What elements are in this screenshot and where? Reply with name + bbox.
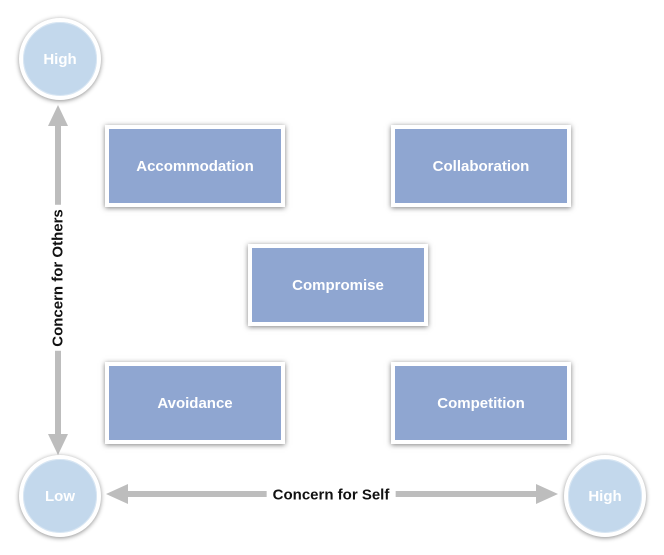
x-axis-high-label: High [588,487,622,505]
y-axis-high-circle: High [19,18,101,100]
origin-low-circle: Low [19,455,101,537]
avoidance-label: Avoidance [157,394,233,412]
collaboration-label: Collaboration [432,157,530,175]
compromise-box: Compromise [248,244,428,326]
arrowhead-right-icon [536,484,558,504]
arrowhead-left-icon [106,484,128,504]
y-axis-label: Concern for Others [49,205,67,351]
origin-low-label: Low [45,487,75,505]
competition-label: Competition [437,394,525,412]
competition-box: Competition [391,362,571,444]
x-axis-high-circle: High [564,455,646,537]
accommodation-box: Accommodation [105,125,285,207]
arrowhead-down-icon [48,434,68,455]
accommodation-label: Accommodation [136,157,254,175]
compromise-label: Compromise [292,276,384,294]
avoidance-box: Avoidance [105,362,285,444]
y-axis-high-label: High [43,50,77,68]
collaboration-box: Collaboration [391,125,571,207]
arrowhead-up-icon [48,105,68,126]
x-axis-label: Concern for Self [266,486,396,504]
